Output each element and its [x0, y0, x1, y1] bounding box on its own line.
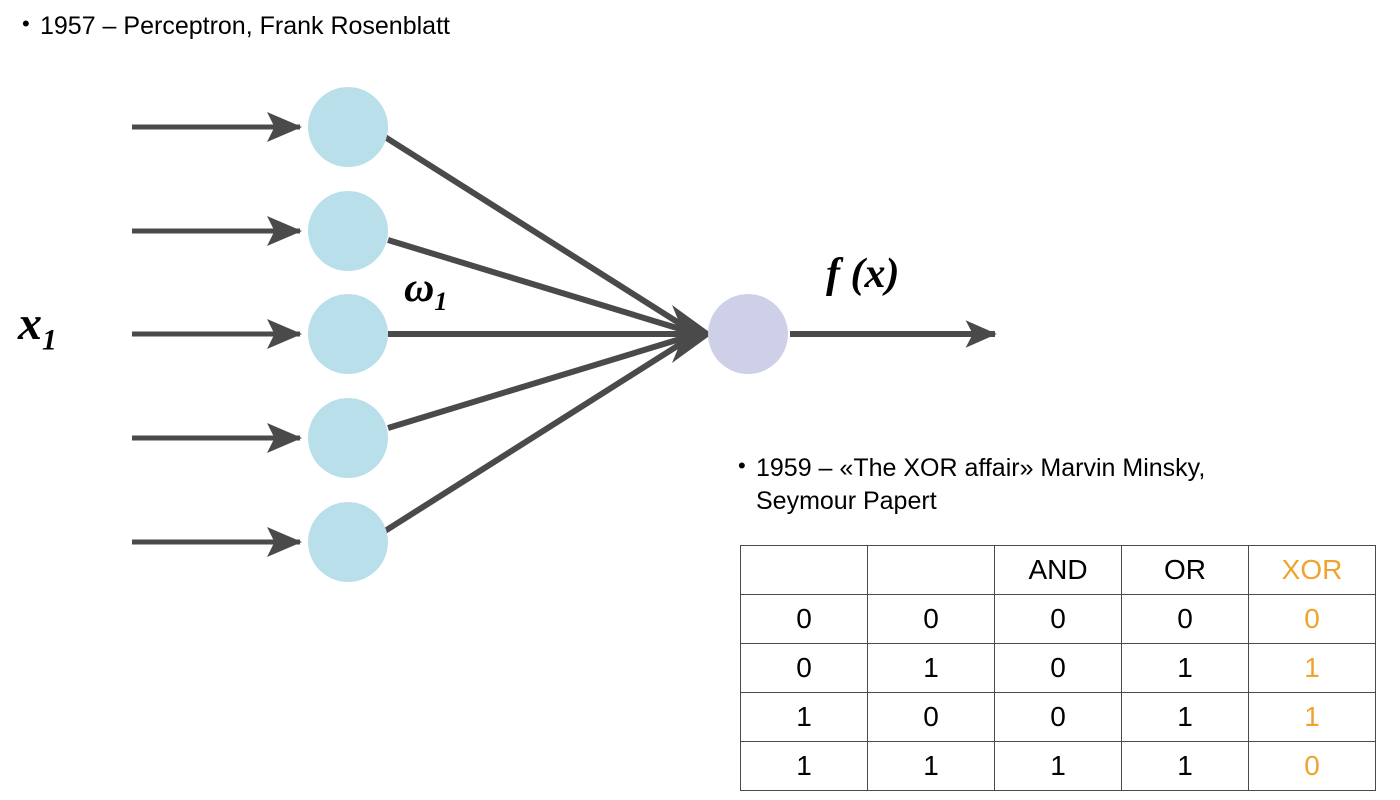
table-row: 1 1 1 1 0 — [740, 741, 1376, 791]
table-header-row: AND OR XOR — [740, 545, 1376, 595]
cell-xor: 0 — [1248, 594, 1376, 644]
weight-line-1 — [383, 134, 692, 333]
input-neurons — [308, 87, 388, 582]
weight-label-subscript: 1 — [434, 287, 448, 317]
bullet-xor-affair-text: 1959 – «The XOR affair» Marvin Minsky, S… — [756, 454, 1206, 515]
logic-truth-table: AND OR XOR 0 0 0 0 0 0 1 0 1 1 1 0 0 1 1… — [740, 545, 1376, 791]
cell-xor: 1 — [1248, 692, 1376, 742]
input-neuron-5 — [308, 502, 388, 582]
cell-or: 1 — [1121, 741, 1249, 791]
cell-xor: 0 — [1248, 741, 1376, 791]
input-neuron-2 — [308, 191, 388, 271]
weight-line-5 — [383, 335, 692, 534]
bullet-xor-affair: • 1959 – «The XOR affair» Marvin Minsky,… — [738, 452, 1358, 517]
cell-or: 1 — [1121, 692, 1249, 742]
cell-or: 1 — [1121, 643, 1249, 693]
weight-label-base: ω — [404, 265, 435, 311]
weight-label-omega1: ω1 — [404, 264, 447, 317]
input-label-base: x — [18, 297, 42, 350]
table-row: 1 0 0 1 1 — [740, 692, 1376, 742]
cell-and: 0 — [994, 594, 1122, 644]
cell-input-b: 1 — [867, 741, 995, 791]
bullet-perceptron: • 1957 – Perceptron, Frank Rosenblatt — [22, 10, 742, 43]
bullet-perceptron-text: 1957 – Perceptron, Frank Rosenblatt — [40, 12, 450, 40]
cell-and: 1 — [994, 741, 1122, 791]
weight-line-4 — [387, 333, 691, 431]
summation-arrowhead-icon — [672, 305, 712, 363]
header-cell-or: OR — [1121, 545, 1249, 595]
cell-input-a: 1 — [740, 692, 868, 742]
weight-connections — [383, 134, 712, 534]
input-neuron-3 — [308, 294, 388, 374]
bullet-marker-icon: • — [22, 11, 30, 36]
cell-input-b: 0 — [867, 594, 995, 644]
output-neuron — [708, 294, 788, 374]
input-label-subscript: 1 — [42, 323, 57, 357]
header-cell-input-b — [867, 545, 995, 595]
header-cell-input-a — [740, 545, 868, 595]
table-row: 0 0 0 0 0 — [740, 594, 1376, 644]
cell-or: 0 — [1121, 594, 1249, 644]
input-arrows — [132, 112, 303, 557]
cell-input-a: 0 — [740, 643, 868, 693]
cell-xor: 1 — [1248, 643, 1376, 693]
table-row: 0 1 0 1 1 — [740, 643, 1376, 693]
header-cell-and: AND — [994, 545, 1122, 595]
cell-input-a: 1 — [740, 741, 868, 791]
input-neuron-1 — [308, 87, 388, 167]
perceptron-diagram-canvas — [132, 87, 997, 582]
weight-line-2 — [387, 237, 691, 335]
cell-input-a: 0 — [740, 594, 868, 644]
header-cell-xor: XOR — [1248, 545, 1376, 595]
output-label-fx: f (x) — [826, 251, 900, 297]
cell-input-b: 0 — [867, 692, 995, 742]
input-label-x1: x1 — [18, 296, 57, 357]
cell-and: 0 — [994, 643, 1122, 693]
input-neuron-4 — [308, 398, 388, 478]
cell-and: 0 — [994, 692, 1122, 742]
cell-input-b: 1 — [867, 643, 995, 693]
perceptron-diagram: x1 ω1 f (x) — [18, 87, 997, 582]
bullet-marker-icon: • — [738, 453, 746, 478]
